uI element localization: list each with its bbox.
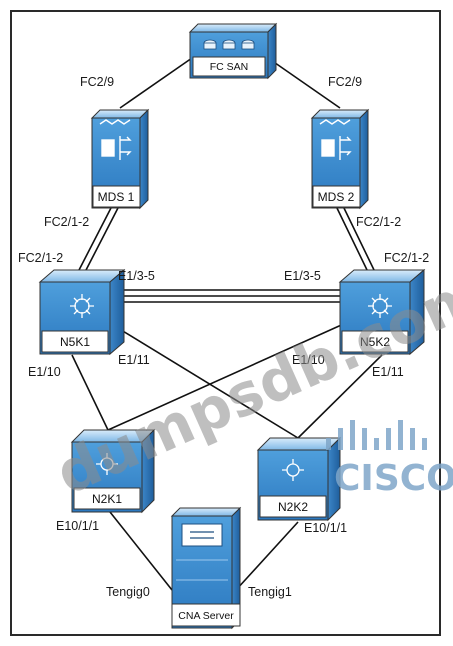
- server-icon: [176, 523, 228, 581]
- cna-server-label: CNA Server: [178, 610, 234, 622]
- port-labels: FC2/9 FC2/9 FC2/1-2 FC2/1-2 FC2/1-2 FC2/…: [18, 75, 429, 599]
- port-label-fcsan-mds2: FC2/9: [328, 75, 362, 89]
- link-fcsan-mds2: [267, 57, 341, 109]
- links: [71, 57, 383, 591]
- fabric-extender-icon: [282, 459, 304, 481]
- link-mds1-n5k1-b: [84, 205, 120, 273]
- storage-disks-icon: [203, 39, 255, 50]
- link-n2k2-server: [235, 521, 299, 591]
- fc-san-label: FC SAN: [210, 61, 249, 73]
- link-n2k1-server: [109, 511, 173, 591]
- port-label-mds1-down: FC2/1-2: [44, 215, 89, 229]
- port-label-n5k1-up: FC2/1-2: [18, 251, 63, 265]
- port-label-n2k2-host: E10/1/1: [304, 521, 347, 535]
- mds2-label: MDS 2: [318, 190, 355, 204]
- port-label-n5k2-e110: E1/10: [292, 353, 325, 367]
- link-n5k1-n2k1: [71, 354, 109, 431]
- mds-switch-icon: [319, 119, 352, 160]
- port-label-n5k2-up: FC2/1-2: [384, 251, 429, 265]
- cisco-logo: CISCO: [326, 420, 453, 499]
- link-mds1-n5k1-a: [77, 205, 113, 273]
- nexus-switch-icon: [70, 294, 94, 318]
- port-label-fcsan-mds1: FC2/9: [80, 75, 114, 89]
- port-label-n2k1-host: E10/1/1: [56, 519, 99, 533]
- link-fcsan-mds1: [119, 57, 193, 109]
- cna-server-device: CNA Server: [170, 506, 242, 630]
- link-n5k2-n2k1: [107, 321, 349, 431]
- mds1-device: MDS 1: [90, 108, 150, 210]
- port-label-n5k1-e111: E1/11: [118, 353, 150, 367]
- n5k2-label: N5K2: [360, 335, 390, 349]
- mds2-device: MDS 2: [310, 108, 370, 210]
- port-label-n5k2-e111: E1/11: [372, 365, 404, 379]
- port-label-server-tengig0: Tengig0: [106, 585, 150, 599]
- n5k1-device: N5K1: [38, 268, 126, 356]
- n2k1-label: N2K1: [92, 492, 122, 506]
- mds1-label: MDS 1: [98, 190, 135, 204]
- cisco-bars-icon: [326, 420, 427, 450]
- port-label-n5k2-peer: E1/3-5: [284, 269, 321, 283]
- mds-switch-icon: [99, 119, 132, 160]
- link-n5k2-n2k2: [297, 354, 383, 439]
- link-mds2-n5k2-b: [342, 205, 376, 273]
- link-n5k1-n2k2: [107, 321, 299, 439]
- n5k2-device: N5K2: [338, 268, 426, 356]
- port-label-n5k1-peer: E1/3-5: [118, 269, 155, 283]
- cisco-logo-text: CISCO: [334, 458, 453, 499]
- n2k2-device: N2K2: [256, 436, 342, 522]
- n2k1-device: N2K1: [70, 428, 156, 514]
- nexus-switch-icon: [368, 294, 392, 318]
- port-label-server-tengig1: Tengig1: [248, 585, 292, 599]
- port-label-mds2-down: FC2/1-2: [356, 215, 401, 229]
- fabric-extender-icon: [96, 453, 118, 475]
- fc-san-device: FC SAN: [188, 22, 278, 80]
- link-mds2-n5k2-a: [335, 205, 369, 273]
- n5k1-label: N5K1: [60, 335, 90, 349]
- n2k2-label: N2K2: [278, 500, 308, 514]
- port-label-n5k1-e110: E1/10: [28, 365, 61, 379]
